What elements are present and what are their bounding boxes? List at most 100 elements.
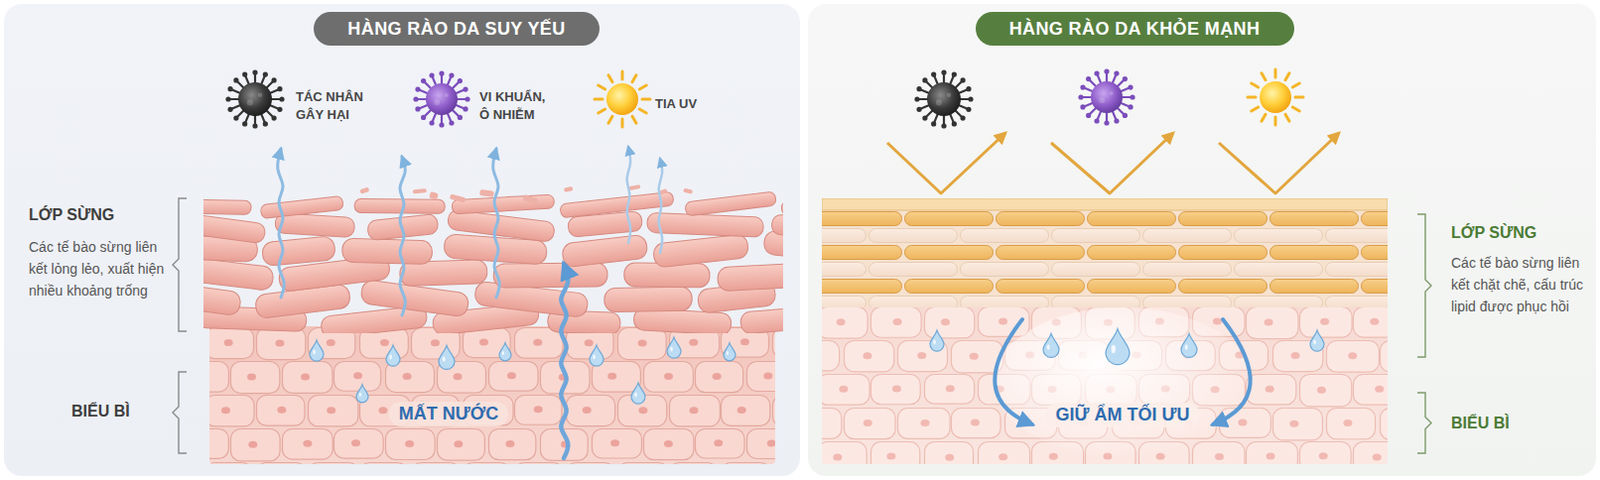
sun-ray: [1261, 114, 1266, 122]
moisture-loss-arrow: [560, 264, 568, 459]
spike-tip: [428, 120, 434, 126]
cell-nucleus: [1264, 319, 1274, 327]
flake-debris: [628, 184, 641, 191]
epidermal-cell: [463, 328, 512, 359]
drop-shine: [592, 355, 596, 361]
epidermal-cell: [257, 328, 306, 361]
spike-tip: [922, 115, 928, 121]
label-slot: LỚP SỪNG: [1451, 224, 1537, 243]
label-slot: TIA UV: [655, 95, 731, 114]
cell-nucleus: [1320, 318, 1330, 326]
spike-tip: [414, 106, 420, 112]
spike-tip: [227, 107, 233, 113]
cell-nucleus: [767, 439, 776, 447]
cell-nucleus: [836, 318, 846, 326]
label-slot: MẤT NƯỚC: [389, 401, 509, 427]
cell-nucleus: [380, 339, 390, 347]
epidermal-cell: [334, 362, 382, 393]
label-slot: Các tế bào sừng liên kết lỏng lẻo, xuất …: [28, 236, 168, 302]
cell-nucleus: [737, 406, 747, 414]
epidermal-cell: [844, 408, 897, 440]
lipid-brick: [1087, 212, 1177, 227]
layer-bracket: [1417, 214, 1432, 358]
cell-nucleus: [1342, 419, 1352, 427]
spike-tip: [965, 86, 971, 92]
label-slot: BIỂU BÌ: [71, 402, 131, 421]
cell-nucleus: [969, 353, 979, 361]
icon-label: TIA UV: [655, 95, 731, 114]
spike-tip: [967, 96, 973, 102]
cell-nucleus: [945, 385, 955, 393]
cell-nucleus: [886, 453, 896, 461]
lipid-layer: [1052, 263, 1141, 277]
spike-tip: [931, 121, 936, 127]
bacteria-icon: [412, 70, 470, 128]
lipid-layer: [1143, 296, 1232, 309]
spike-tip: [951, 71, 957, 77]
epidermal-cell: [489, 429, 536, 461]
cell-nucleus: [404, 440, 414, 448]
body: [425, 83, 458, 116]
spike-tip: [412, 96, 418, 102]
lipid-layer: [1234, 229, 1324, 244]
cell-nucleus: [664, 373, 673, 381]
cell-nucleus: [1289, 420, 1299, 428]
spike-tip: [464, 96, 470, 102]
lipid-layer: [960, 229, 1050, 244]
spike-tip: [916, 107, 922, 113]
icon-label: TÁC NHÂN GÂY HẠI: [295, 88, 372, 124]
cell-nucleus: [1317, 387, 1327, 395]
spike-tip: [1077, 94, 1083, 100]
epidermal-cell: [871, 442, 921, 466]
lipid-layer: [1143, 263, 1232, 277]
cell-nucleus: [638, 340, 648, 348]
cell-nucleus: [1266, 452, 1276, 460]
spike-tip: [1127, 104, 1133, 110]
spike-tip: [276, 107, 282, 113]
epidermal-cell: [334, 429, 385, 460]
spot: [935, 99, 942, 106]
corneocyte: [561, 234, 649, 268]
lipid-layer: [1234, 263, 1324, 277]
spike-tip: [242, 121, 248, 127]
epidermal-cell: [978, 442, 1031, 466]
spot: [433, 99, 440, 106]
epidermal-cell: [566, 396, 616, 427]
spike-tip: [263, 71, 268, 77]
epidermal-cell: [925, 442, 974, 466]
water-drop: [356, 385, 369, 403]
epidermal-cell: [209, 328, 255, 360]
layer-description: Các tế bào sừng liên kết chặt chẽ, cấu t…: [1451, 252, 1593, 318]
spike-tip: [914, 96, 920, 102]
epidermal-cell: [386, 429, 436, 461]
lipid-layer: [1326, 296, 1389, 309]
spike-tip: [462, 106, 468, 112]
corneocyte: [647, 212, 765, 238]
spike-tip: [1113, 70, 1119, 76]
cell-nucleus: [1374, 386, 1384, 394]
sun-ray: [608, 116, 613, 124]
layer-bracket: [172, 372, 187, 454]
lipid-brick: [1361, 279, 1389, 294]
icon-label: VI KHUẨN, Ô NHIỄM: [479, 88, 555, 124]
sun-icon: [594, 71, 651, 128]
drop-shine: [726, 351, 729, 356]
layer-name: LỚP SỪNG: [28, 206, 115, 225]
corneocyte: [559, 191, 674, 219]
epidermal-cell: [773, 396, 777, 427]
water-drops: [309, 337, 736, 404]
water-drops: [930, 329, 1325, 366]
moisture-loss-arrow: [627, 146, 632, 244]
epidermal-cell: [1193, 442, 1245, 466]
spike-tip: [931, 71, 936, 77]
epidermal-cell: [747, 429, 777, 460]
epidermal-cell: [1246, 375, 1297, 405]
cell-nucleus: [1319, 452, 1329, 460]
cell-nucleus: [1369, 318, 1379, 326]
lipid-brick: [905, 212, 994, 227]
sun-ray: [1274, 69, 1278, 78]
body: [1090, 81, 1123, 114]
spot: [946, 93, 951, 98]
